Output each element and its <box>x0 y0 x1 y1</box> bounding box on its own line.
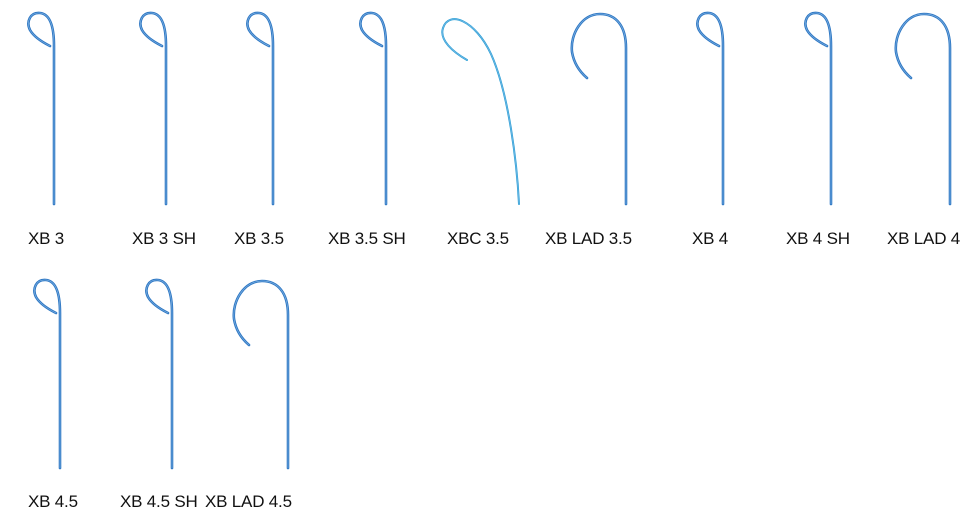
catheter-highlight <box>805 12 832 205</box>
catheter-curve-path <box>139 11 168 206</box>
catheter-highlight <box>140 12 167 205</box>
catheter-curve-path <box>246 11 275 206</box>
catheter-curve-path <box>145 278 174 470</box>
catheter-highlight <box>697 12 724 205</box>
catheter-label: XB 4 SH <box>786 229 850 248</box>
catheter-label: XBC 3.5 <box>447 229 509 248</box>
catheter-highlight <box>28 12 55 205</box>
catheter-curve-path <box>232 279 290 470</box>
catheter-curve-path <box>570 12 628 206</box>
catheter-highlight <box>571 13 627 205</box>
catheter-highlight <box>247 12 274 205</box>
catheter-label: XB LAD 3.5 <box>545 229 632 248</box>
catheter-curve-path <box>804 11 833 206</box>
catheter-curve-path <box>441 18 520 205</box>
catheter-label: XB 4 <box>692 229 729 248</box>
catheter-highlight <box>441 18 520 205</box>
catheter-label: XB 3 SH <box>132 229 196 248</box>
catheter-label: XB 4.5 SH <box>120 492 198 511</box>
catheter-curve-path <box>894 12 952 206</box>
catheter-curve-path <box>696 11 725 206</box>
catheter-highlight <box>34 279 61 469</box>
catheter-label: XB LAD 4.5 <box>205 492 292 511</box>
catheter-curve-path <box>27 11 56 206</box>
catheter-curve-path <box>33 278 62 470</box>
catheter-highlight <box>146 279 173 469</box>
catheter-label: XB 3.5 <box>234 229 284 248</box>
catheter-highlight <box>895 13 951 205</box>
catheter-label: XB 3.5 SH <box>328 229 406 248</box>
catheter-label: XB 4.5 <box>28 492 78 511</box>
catheter-label: XB 3 <box>28 229 65 248</box>
catheter-highlight <box>233 280 289 469</box>
catheter-highlight <box>360 12 387 205</box>
catheter-curve-path <box>359 11 388 206</box>
catheter-label: XB LAD 4 <box>887 229 961 248</box>
